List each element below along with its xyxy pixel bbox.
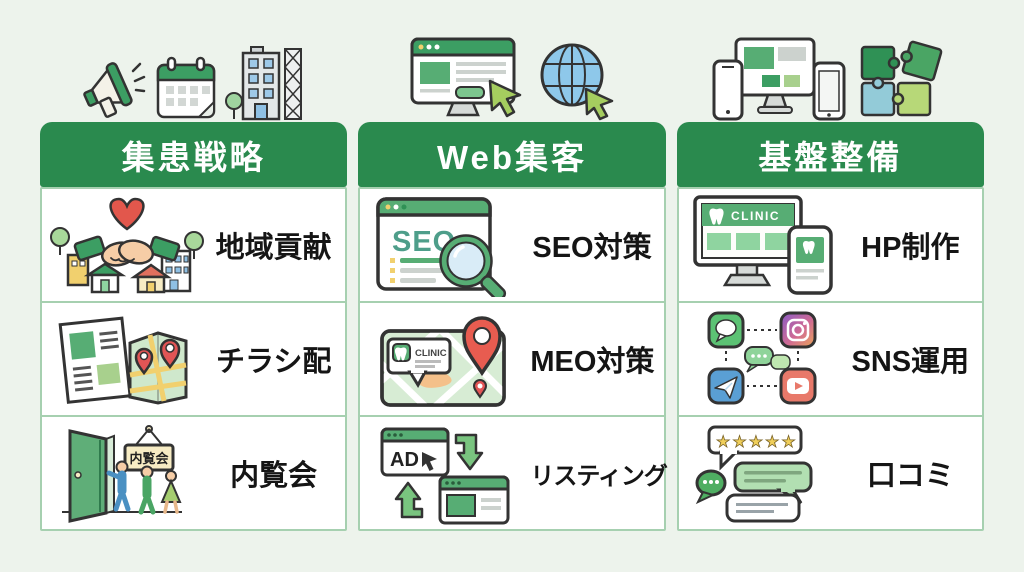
column-card: CLINIC HP制作 xyxy=(676,187,984,531)
item-label: 内覧会 xyxy=(230,460,318,492)
list-item-listing: AD リスティング xyxy=(360,415,668,529)
list-item-reviews: ★★★★★ xyxy=(678,415,982,529)
item-label: SEO対策 xyxy=(532,232,652,264)
calendar-icon xyxy=(156,56,215,119)
item-label: リスティング xyxy=(530,462,668,490)
column-header: 集患戦略 xyxy=(40,122,348,187)
sns-apps-icon xyxy=(707,311,817,405)
item-icon-wrap: CLINIC xyxy=(679,193,849,297)
column-header: Web集客 xyxy=(358,122,666,187)
svg-text:CLINIC: CLINIC xyxy=(731,209,780,223)
column-top-icons xyxy=(677,33,984,122)
item-icon-wrap: ★★★★★ xyxy=(679,421,849,525)
item-icon-wrap xyxy=(42,193,212,297)
community-handshake-icon xyxy=(50,197,204,294)
list-item-openhouse: 内覧会 内覧会 xyxy=(42,415,346,529)
item-icon-wrap: CLINIC xyxy=(360,307,530,411)
list-item-community: 地域貢献 xyxy=(42,189,345,301)
responsive-devices-icon xyxy=(712,37,846,121)
review-bubbles-icon: ★★★★★ xyxy=(695,425,813,523)
list-item-meo: CLINIC MEO対策 xyxy=(360,301,664,415)
item-icon-wrap: SEO xyxy=(360,193,530,297)
svg-text:AD: AD xyxy=(390,449,419,471)
svg-text:内覧会: 内覧会 xyxy=(129,451,169,466)
clinic-website-devices-icon: CLINIC xyxy=(692,195,833,295)
megaphone-icon xyxy=(82,62,145,118)
column-card: 地域貢献 xyxy=(40,187,348,531)
list-item-flyer: チラシ配 xyxy=(42,301,346,415)
list-item-seo: SEO SEO対策 xyxy=(360,189,663,301)
browser-cursor-icon xyxy=(410,37,522,118)
column-patient-strategy: 集患戦略 xyxy=(40,33,348,531)
item-label: 口コミ xyxy=(866,460,954,492)
listing-ad-icon: AD xyxy=(380,427,510,525)
open-house-icon: 内覧会 xyxy=(62,425,182,523)
list-item-sns: SNS運用 xyxy=(678,301,982,415)
flyer-map-icon xyxy=(58,316,188,405)
building-crane-icon xyxy=(224,46,302,121)
item-label: MEO対策 xyxy=(530,346,655,378)
list-item-homepage: CLINIC HP制作 xyxy=(679,189,982,301)
puzzle-pieces-icon xyxy=(861,40,943,117)
column-top-icons xyxy=(40,33,347,122)
item-icon-wrap: 内覧会 xyxy=(42,421,212,525)
svg-text:CLINIC: CLINIC xyxy=(415,348,447,359)
column-infrastructure: 基盤整備 CLINIC xyxy=(676,33,984,531)
columns-row: 集患戦略 xyxy=(40,33,984,531)
map-pin-clinic-icon: CLINIC xyxy=(380,316,507,407)
item-icon-wrap: AD xyxy=(360,421,530,525)
svg-text:★★★★★: ★★★★★ xyxy=(716,434,798,451)
globe-cursor-icon xyxy=(540,43,614,121)
item-icon-wrap xyxy=(679,307,849,411)
column-top-icons xyxy=(358,33,665,122)
column-web-marketing: Web集客 SEO xyxy=(358,33,668,531)
column-header: 基盤整備 xyxy=(676,122,984,187)
seo-magnifier-icon: SEO xyxy=(376,197,507,297)
item-label: 地域貢献 xyxy=(215,232,332,264)
item-label: HP制作 xyxy=(861,232,960,264)
item-icon-wrap xyxy=(42,309,212,409)
item-label: SNS運用 xyxy=(851,346,970,378)
column-card: SEO SEO対策 xyxy=(358,187,668,531)
item-label: チラシ配 xyxy=(215,346,332,378)
